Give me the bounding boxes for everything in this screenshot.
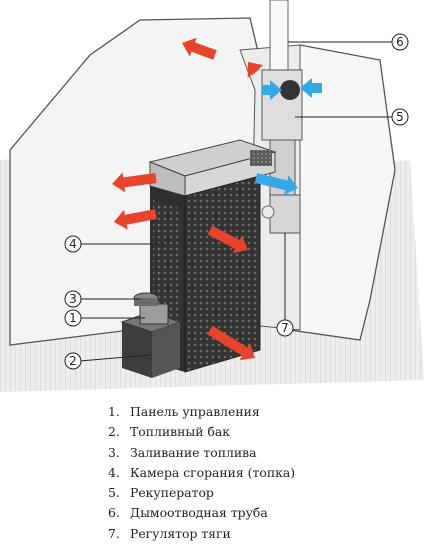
warm-air-arrow: [112, 172, 157, 193]
recuperator-unit: [261, 69, 303, 141]
legend-number: 3.: [108, 444, 120, 460]
callout-marker-7: [276, 319, 294, 337]
callout-number-1: 1: [69, 311, 77, 325]
chimney-pipe: [269, 0, 289, 71]
legend-item: 2. Топливный бак: [108, 422, 295, 442]
furnace-body-side: [184, 175, 261, 373]
legend-number: 7.: [108, 525, 120, 541]
legend: 1. Панель управления 2. Топливный бак 3. За…: [0, 400, 424, 548]
callout-marker-1: [64, 309, 82, 327]
hood-grille: [250, 150, 272, 166]
legend-list: 1. Панель управления 2. Топливный бак 3. За…: [108, 402, 295, 544]
legend-number: 6.: [108, 505, 120, 521]
control-panel: [139, 303, 169, 325]
warm-air-arrow: [207, 225, 248, 254]
fuel-tank-side: [152, 322, 180, 378]
callout-marker-2: [64, 352, 82, 370]
callout-marker-3: [64, 290, 82, 308]
legend-item: 4. Камера сгорания (топка): [108, 463, 295, 483]
fuel-filler-neck: [134, 298, 158, 306]
cold-air-arrow: [254, 173, 298, 195]
legend-number: 2.: [108, 424, 120, 440]
callout-line-2: [79, 354, 151, 362]
legend-label: Заливание топлива: [130, 444, 257, 460]
callout-number-2: 2: [69, 354, 77, 368]
draft-regulator: [269, 194, 301, 234]
warm-air-arrow: [114, 209, 157, 230]
legend-label: Топливный бак: [130, 424, 230, 440]
furnace-front-grille: [153, 200, 182, 330]
legend-item: 3. Заливание топлива: [108, 443, 295, 463]
warm-air-arrow: [182, 37, 217, 60]
legend-item: 7. Регулятор тяги: [108, 524, 295, 544]
legend-number: 4.: [108, 464, 120, 480]
callout-number-4: 4: [69, 237, 77, 251]
callout-marker-5: [391, 108, 409, 126]
heater-diagram: 6 5 4 3 1 2 7: [0, 0, 424, 392]
legend-number: 1.: [108, 404, 120, 419]
fuel-tank-front: [122, 322, 152, 378]
legend-item: 5. Рекуператор: [108, 483, 295, 503]
legend-number: 5.: [108, 485, 120, 501]
legend-item: 1. Панель управления: [108, 402, 295, 422]
fan-icon: [280, 80, 300, 100]
callouts: 6 5 4 3 1 2 7: [64, 33, 409, 370]
warm-air-arrow: [247, 62, 264, 78]
callout-marker-4: [64, 235, 82, 253]
warm-air-arrow: [207, 325, 255, 361]
callout-number-7: 7: [281, 321, 289, 335]
callout-number-3: 3: [69, 292, 77, 306]
cold-air-arrow: [300, 78, 322, 98]
legend-label: Панель управления: [130, 404, 260, 419]
callout-marker-6: [391, 33, 409, 51]
regulator-cap: [261, 205, 275, 219]
cold-air-arrow: [262, 80, 282, 100]
legend-label: Камера сгорания (топка): [130, 464, 296, 480]
callout-number-5: 5: [396, 110, 404, 124]
legend-label: Дымоотводная труба: [130, 505, 268, 521]
cold-air-arrows: [254, 78, 322, 195]
legend-label: Рекуператор: [130, 485, 214, 501]
warm-air-arrows: [112, 37, 264, 361]
legend-label: Регулятор тяги: [130, 525, 231, 541]
legend-item: 6. Дымоотводная труба: [108, 503, 295, 523]
callout-number-6: 6: [396, 35, 404, 49]
